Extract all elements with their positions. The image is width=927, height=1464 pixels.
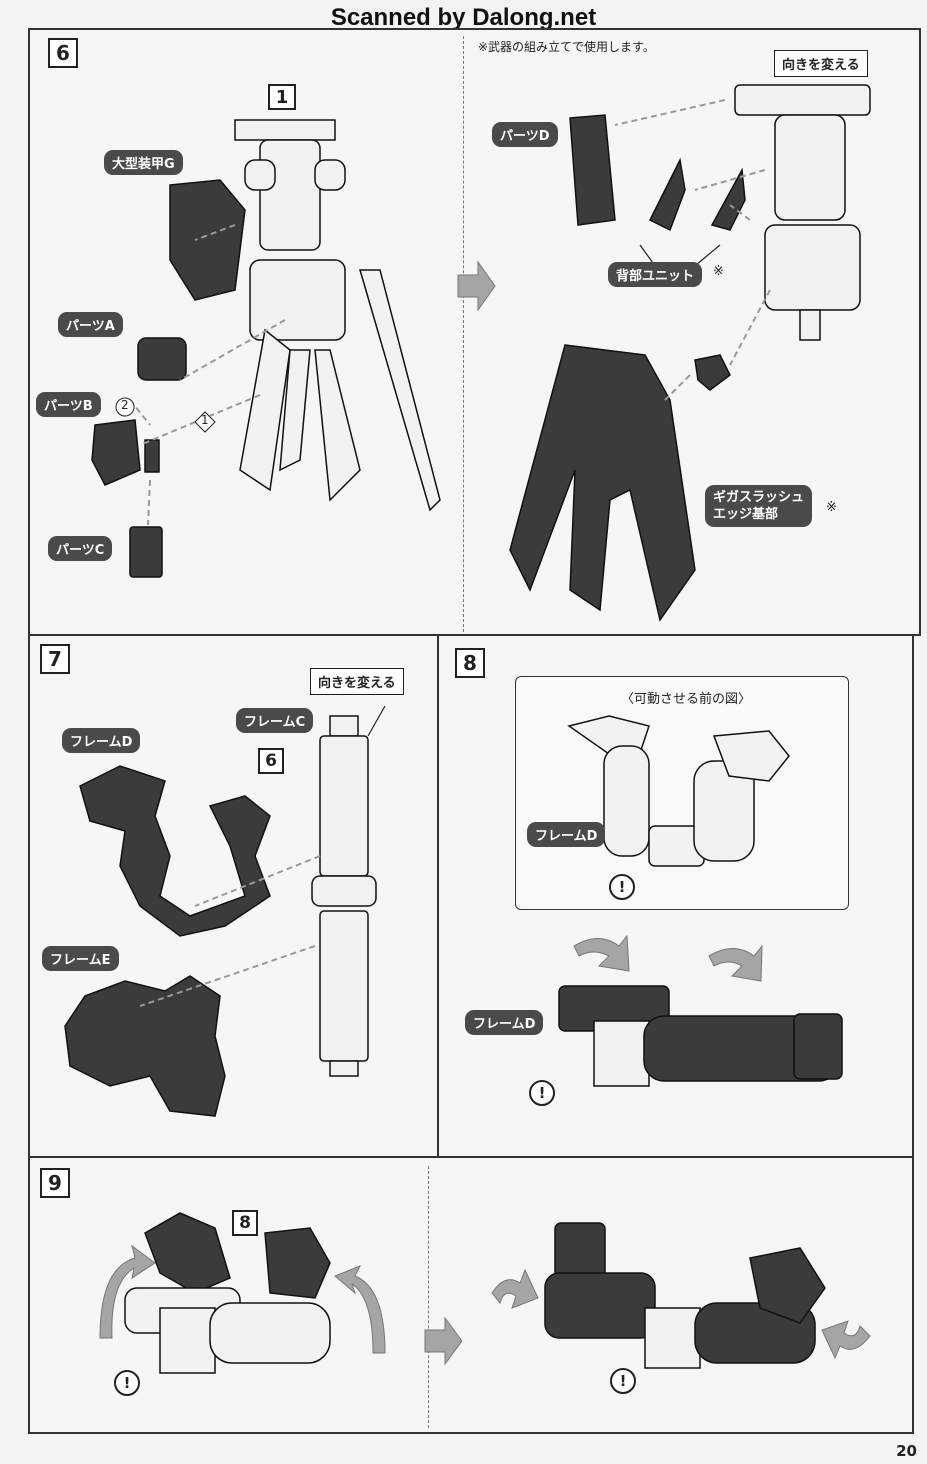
before-movement-caption: 〈可動させる前の図〉 — [621, 692, 752, 707]
parts-a-part — [137, 337, 187, 381]
caution-icon: ! — [529, 1080, 555, 1106]
weapon-note: ※武器の組み立てで使用します。 — [478, 40, 655, 54]
label-frame-c: フレームC — [236, 708, 314, 733]
step-divider — [463, 36, 464, 632]
back-unit-part — [648, 157, 686, 232]
curve-arrow-left — [99, 1244, 156, 1339]
label-frame-e: フレームE — [42, 946, 119, 971]
rotate-arrow-in-left — [491, 1268, 539, 1309]
rotate-arrow-right — [708, 944, 763, 982]
frame-turned — [734, 84, 871, 341]
step-divider — [428, 1166, 429, 1428]
back-unit-asterisk: ※ — [713, 264, 724, 279]
caution-icon: ! — [114, 1370, 140, 1396]
frame-c-part — [311, 715, 377, 1077]
step-9-panel: 9 8 ! ! — [28, 1156, 914, 1434]
step-8-illustration — [558, 715, 843, 1087]
frame-with-blades — [234, 119, 441, 512]
turn-label: 向きを変える — [774, 50, 868, 77]
caution-icon: ! — [610, 1368, 636, 1394]
page-number: 20 — [896, 1442, 917, 1460]
curve-arrow-right — [334, 1265, 386, 1354]
rotate-arrow-left — [573, 934, 630, 972]
label-back-unit: 背部ユニット — [608, 262, 703, 287]
step-8-panel: 8 〈可動させる前の図〉 フレームD フレームD ! ! — [437, 634, 914, 1158]
joint-part — [694, 354, 731, 391]
frame-e-part — [64, 975, 226, 1117]
step-6-panel: 6 — [28, 28, 921, 636]
label-giga-slash-edge-base: ギガスラッシュ エッジ基部 — [705, 485, 813, 527]
step-flow-arrow — [457, 260, 496, 312]
step-flow-arrow — [424, 1316, 463, 1366]
label-frame-d: フレームD — [62, 728, 141, 753]
armor-g-part — [169, 179, 246, 301]
label-parts-b: パーツB — [36, 392, 101, 417]
step-number: 7 — [40, 644, 70, 674]
frame-after-bend — [544, 1222, 826, 1369]
frame-d-dark — [558, 985, 843, 1087]
giga-asterisk: ※ — [826, 500, 837, 515]
order-mark-1: 1 — [201, 413, 209, 427]
step-6-illustration — [91, 84, 871, 622]
giga-slash-edge-base — [509, 344, 696, 622]
step-number: 8 — [455, 648, 485, 678]
label-frame-d-bottom: フレームD — [465, 1010, 544, 1035]
step-number: 9 — [40, 1168, 70, 1198]
parts-c-part — [129, 526, 163, 578]
frame-d-light — [567, 715, 790, 867]
sub-ref-6: 6 — [258, 748, 284, 774]
step-7-panel: 7 向きを変える フレームC フレームD 6 フレームE — [28, 634, 439, 1158]
label-armor-g: 大型装甲G — [104, 150, 183, 175]
step-number: 6 — [48, 38, 78, 68]
step-9-illustration — [99, 1212, 871, 1374]
frame-d-part — [79, 765, 271, 937]
parts-b-part — [91, 419, 141, 486]
turn-label: 向きを変える — [310, 668, 404, 695]
label-giga-line1: ギガスラッシュ — [713, 490, 805, 505]
label-parts-a: パーツA — [58, 312, 123, 337]
before-movement-box — [515, 676, 849, 910]
sub-ref-8: 8 — [232, 1210, 258, 1236]
label-giga-line2: エッジ基部 — [713, 507, 779, 522]
label-parts-c: パーツC — [48, 536, 113, 561]
caution-icon: ! — [609, 874, 635, 900]
frame-before-bend — [124, 1212, 331, 1374]
scan-credit: Scanned by Dalong.net — [330, 4, 597, 31]
parts-d-part — [569, 114, 616, 226]
sub-ref-1: 1 — [268, 84, 296, 110]
step-7-illustration — [64, 705, 386, 1117]
order-mark-2: 2 — [121, 398, 129, 412]
label-parts-d: パーツD — [492, 122, 558, 147]
rotate-arrow-in-right — [821, 1320, 871, 1360]
label-frame-d-top: フレームD — [527, 822, 606, 847]
